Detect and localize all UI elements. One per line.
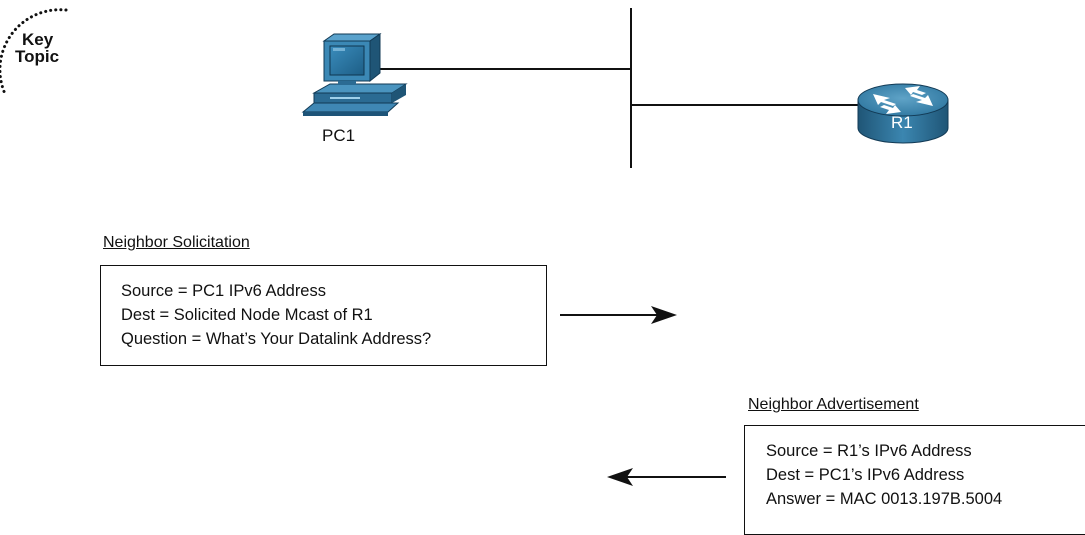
key-topic-badge: Key Topic bbox=[0, 0, 80, 100]
ns-source-line: Source = PC1 IPv6 Address bbox=[121, 282, 326, 300]
neighbor-advertisement-heading: Neighbor Advertisement bbox=[748, 396, 919, 413]
ns-question-line: Question = What’s Your Datalink Address? bbox=[121, 330, 432, 348]
key-topic-line2: Topic bbox=[15, 47, 60, 66]
ns-dest-line: Dest = Solicited Node Mcast of R1 bbox=[121, 306, 373, 324]
advertisement-arrow bbox=[607, 468, 726, 486]
neighbor-solicitation-box: Source = PC1 IPv6 Address Dest = Solicit… bbox=[100, 265, 547, 366]
na-dest-line: Dest = PC1’s IPv6 Address bbox=[766, 466, 965, 484]
router-icon bbox=[857, 83, 949, 144]
neighbor-solicitation-heading: Neighbor Solicitation bbox=[103, 234, 250, 251]
solicitation-arrow bbox=[560, 306, 677, 324]
pc1-label: PC1 bbox=[322, 126, 356, 145]
neighbor-advertisement-box: Source = R1’s IPv6 Address Dest = PC1’s … bbox=[744, 425, 1085, 535]
key-topic-line1: Key bbox=[22, 30, 54, 49]
na-answer-line: Answer = MAC 0013.197B.5004 bbox=[766, 490, 1003, 508]
na-source-line: Source = R1’s IPv6 Address bbox=[766, 442, 972, 460]
desktop-pc-icon bbox=[301, 33, 408, 116]
r1-label: R1 bbox=[891, 113, 913, 132]
